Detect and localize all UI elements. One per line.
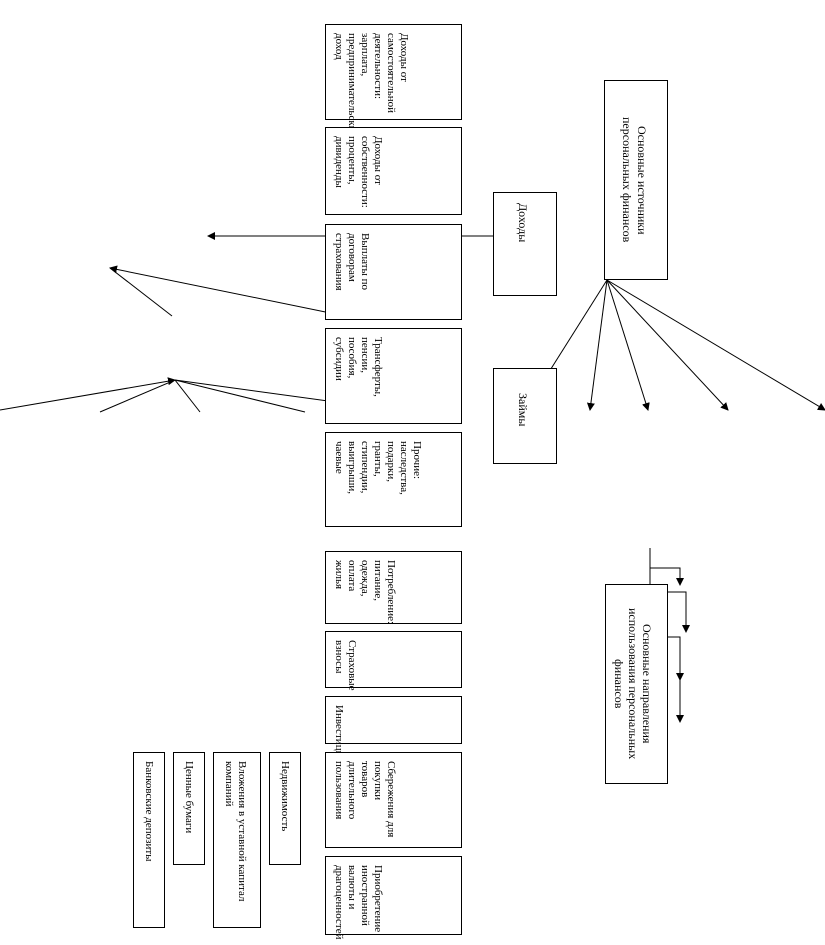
investment-item-box: Банковские депозиты (133, 752, 165, 928)
use-item-label: Приобретение иностранной валюты и драгоц… (333, 865, 384, 940)
use-item-label: Сбережения для покупки товаров длительно… (333, 761, 397, 838)
loans-box: Займы (493, 368, 557, 464)
use-item-label: Потребление: питание, одежда, оплата жил… (333, 560, 397, 625)
source-item-label: Выплаты по договорам страхования (333, 233, 371, 291)
use-item-box: Приобретение иностранной валюты и драгоц… (325, 856, 462, 940)
investment-item-label: Вложения в уставной капитал компаний (223, 761, 248, 902)
investment-item-box: Вложения в уставной капитал компаний (213, 752, 261, 928)
source-item-box: Доходы от собственности: проценты, дивид… (325, 127, 462, 215)
investment-item-label: Недвижимость (279, 761, 291, 832)
income-label: Доходы (516, 203, 530, 243)
investment-item-box: Недвижимость (269, 752, 301, 865)
sources-title-box: Основные источники персональных финансов (604, 80, 668, 280)
source-item-label: Трансферты, пенсии, пособия, субсидии (333, 337, 384, 397)
use-item-box: Потребление: питание, одежда, оплата жил… (325, 551, 462, 624)
source-item-label: Доходы от самостоятельной деятельности: … (333, 33, 410, 138)
investment-item-label: Банковские депозиты (143, 761, 155, 862)
use-item-box: Сбережения для покупки товаров длительно… (325, 752, 462, 848)
source-item-box: Выплаты по договорам страхования (325, 224, 462, 320)
use-item-box: Инвестиции (325, 696, 462, 763)
use-item-label: Инвестиции (333, 705, 345, 763)
source-item-label: Доходы от собственности: проценты, дивид… (333, 136, 384, 208)
source-item-label: Прочие: наследства, подарки, гранты, сти… (333, 441, 423, 495)
income-box: Доходы (493, 192, 557, 296)
source-item-box: Прочие: наследства, подарки, гранты, сти… (325, 432, 462, 527)
use-item-box: Страховые взносы (325, 631, 462, 691)
loans-label: Займы (516, 393, 530, 427)
uses-title-box: Основные направления использования персо… (605, 584, 668, 784)
use-item-label: Страховые взносы (333, 640, 358, 691)
sources-title: Основные источники персональных финансов (620, 117, 649, 243)
investment-item-label: Ценные бумаги (183, 761, 195, 834)
uses-title: Основные направления использования персо… (612, 608, 654, 760)
source-item-box: Трансферты, пенсии, пособия, субсидии (325, 328, 462, 424)
source-item-box: Доходы от самостоятельной деятельности: … (325, 24, 462, 138)
investment-item-box: Ценные бумаги (173, 752, 205, 865)
